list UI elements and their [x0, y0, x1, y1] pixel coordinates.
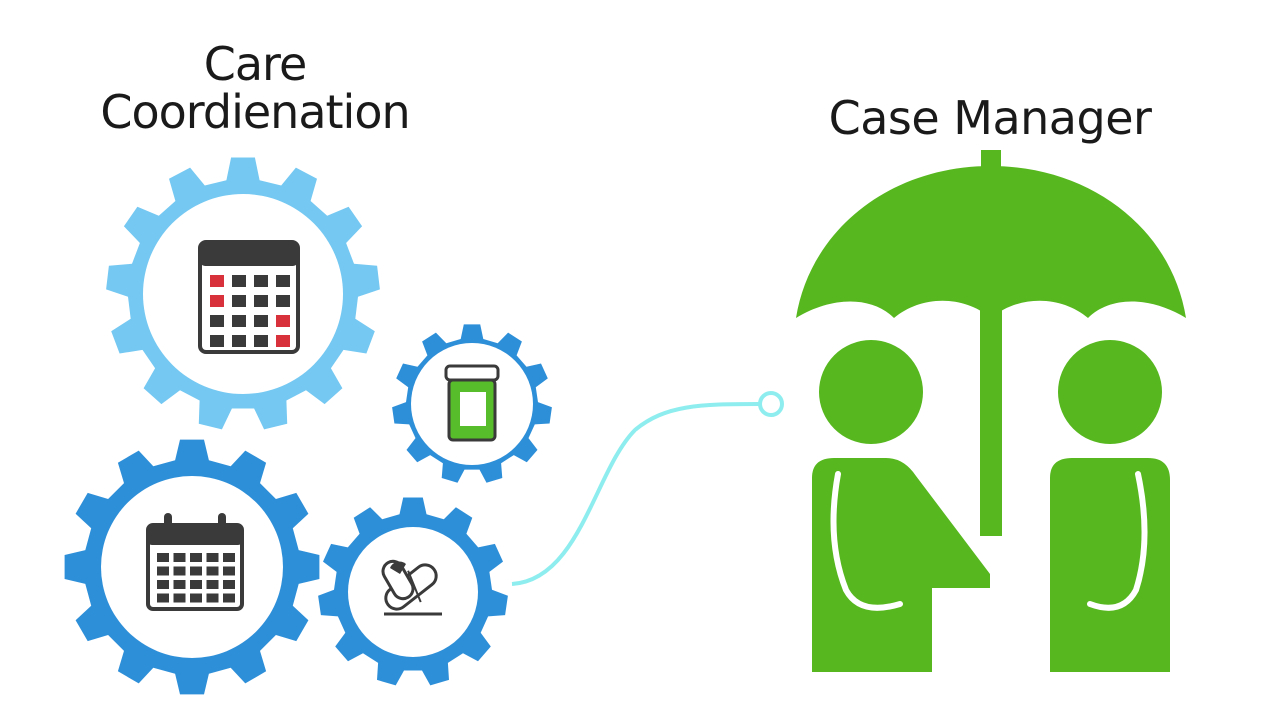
case-manager-title: Case Manager — [828, 91, 1152, 145]
calendar-cell — [223, 566, 235, 576]
calendar-cell — [223, 580, 235, 589]
calendar-cell — [206, 593, 219, 603]
care-coordination-title: Care Coordienation — [80, 40, 430, 136]
calendar-cell — [206, 566, 219, 576]
calendar-cell — [223, 593, 235, 603]
calendar-cell — [210, 275, 224, 287]
care-coordination-title-line-2: Coordienation — [100, 85, 410, 139]
care-coordination-title-line-1: Care — [203, 37, 308, 91]
calendar-cell — [157, 566, 169, 576]
calendar-cell — [254, 275, 268, 287]
calendar-cell — [210, 295, 224, 307]
calendar-cell — [157, 593, 169, 603]
calendar-cell — [223, 553, 235, 562]
calendar-cell — [276, 315, 290, 327]
calendar-cell — [157, 553, 169, 562]
calendar-cell — [173, 566, 186, 576]
medicine-bottle-icon — [444, 364, 500, 442]
calendar-cell — [210, 315, 224, 327]
person-right-icon — [1050, 340, 1170, 672]
calendar-cell — [210, 335, 224, 347]
calendar-grid-icon — [198, 240, 300, 354]
calendar-cell — [232, 275, 246, 287]
connector-line — [511, 402, 761, 586]
calendar-cell — [157, 580, 169, 589]
calendar-cell — [206, 553, 219, 562]
calendar-cell — [232, 315, 246, 327]
calendar-cell — [206, 580, 219, 589]
calendar-cell — [254, 335, 268, 347]
calendar-cell — [254, 295, 268, 307]
calendar-cell — [190, 580, 202, 589]
calendar-cell — [190, 553, 202, 562]
calendar-cell — [276, 295, 290, 307]
calendar-cell — [232, 335, 246, 347]
gear-medium-dark — [392, 324, 552, 483]
calendar-cell — [173, 593, 186, 603]
calendar-cell — [232, 295, 246, 307]
calendar-cell — [190, 593, 202, 603]
umbrella-people-icon — [796, 150, 1186, 672]
connector-endpoint — [758, 391, 784, 417]
gear-large-dark — [64, 439, 320, 695]
pill-capsules-icon — [381, 559, 442, 616]
calendar-icon — [146, 513, 244, 611]
gear-large-light — [106, 157, 380, 430]
calendar-cell — [276, 275, 290, 287]
gear-small-dark — [318, 497, 508, 686]
calendar-cell — [190, 566, 202, 576]
calendar-cell — [173, 580, 186, 589]
umbrella-icon — [796, 150, 1186, 536]
calendar-cell — [254, 315, 268, 327]
calendar-cell — [173, 553, 186, 562]
person-left-icon — [812, 340, 990, 672]
calendar-cell — [276, 335, 290, 347]
